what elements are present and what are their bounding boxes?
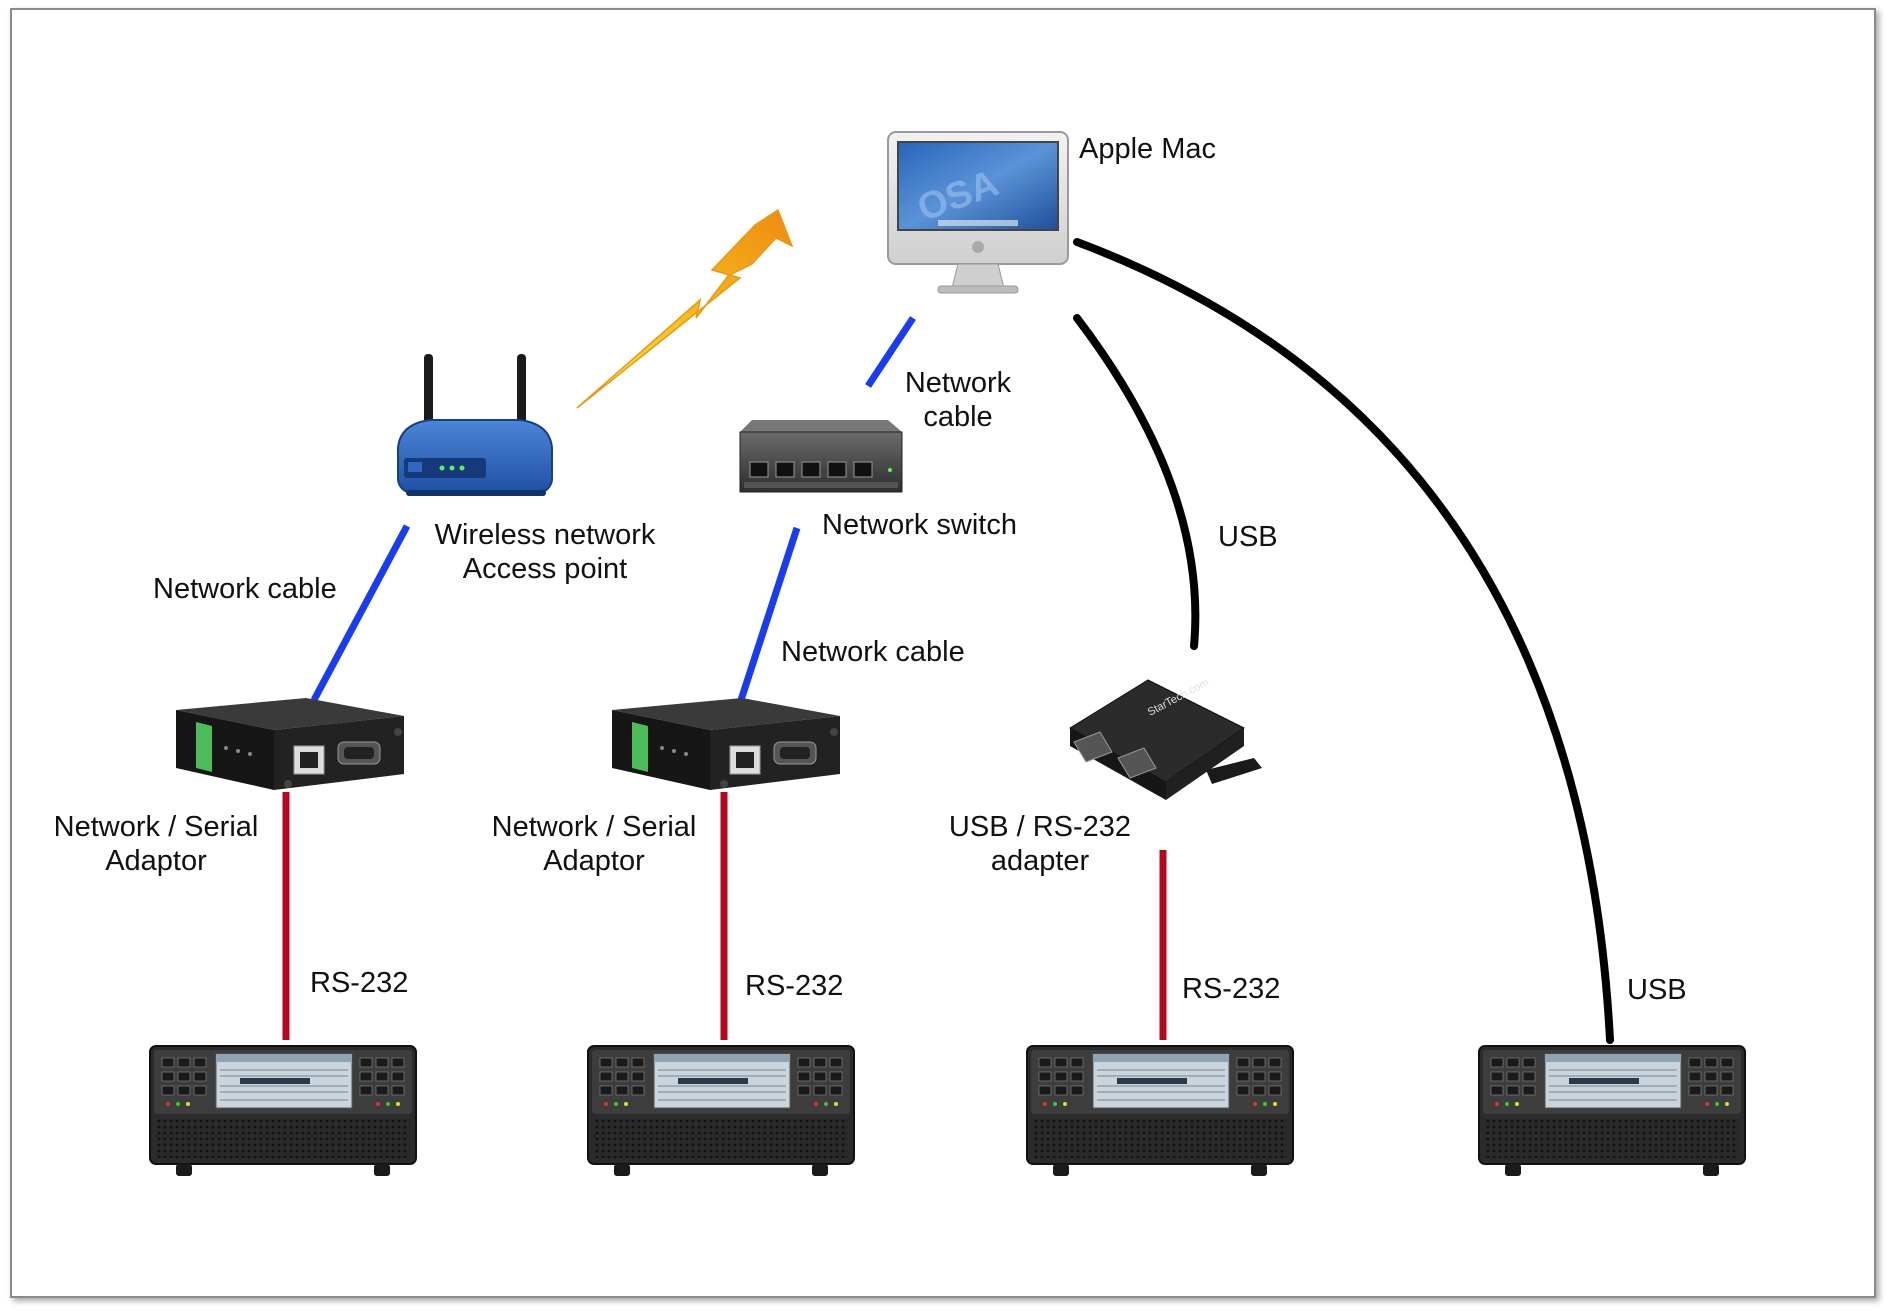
label-network-cable-mac-line2: cable (923, 401, 993, 433)
usb-rs232-adapter-icon: StarTech.com (1069, 676, 1262, 800)
label-usb-rs232-adapter: USB / RS-232 adapter (940, 810, 1140, 878)
label-adaptor-mid-line1: Network / Serial (491, 811, 697, 843)
label-adaptor-left-line2: Adaptor (105, 845, 207, 877)
label-adaptor-left: Network / Serial Adaptor (46, 810, 266, 878)
apple-mac-icon: OSA (887, 131, 1069, 294)
amplifier-1-icon (149, 1045, 417, 1177)
label-usb-rs232-adapter-line1: USB / RS-232 (948, 811, 1132, 843)
network-serial-adaptor-2-icon (611, 697, 841, 791)
cable-ap-adaptor (310, 524, 411, 702)
usb-cable-amp (1073, 238, 1614, 1044)
label-apple-mac: Apple Mac (1079, 133, 1217, 165)
network-serial-adaptor-1-icon (175, 697, 405, 791)
label-access-point-line2: Access point (462, 553, 628, 585)
label-network-cable-mac: Network cable (893, 366, 1023, 434)
label-usb-rs232-adapter-line2: adapter (990, 845, 1090, 877)
label-access-point: Wireless network Access point (432, 518, 658, 586)
label-adaptor-mid-line2: Adaptor (543, 845, 645, 877)
label-adaptor-mid: Network / Serial Adaptor (484, 810, 704, 878)
cable-mac-switch (865, 316, 916, 388)
amplifier-4-icon (1478, 1045, 1746, 1177)
label-usb-upper: USB (1218, 521, 1278, 553)
wireless-router-icon (397, 354, 553, 496)
label-rs232-3: RS-232 (1182, 973, 1281, 1005)
amplifier-3-icon (1026, 1045, 1294, 1177)
label-rs232-1: RS-232 (310, 967, 409, 999)
amplifier-2-icon (587, 1045, 855, 1177)
label-network-cable-mac-line1: Network (904, 367, 1012, 399)
label-rs232-2: RS-232 (745, 970, 844, 1002)
network-switch-icon (739, 420, 903, 493)
label-network-cable-left: Network cable (153, 573, 337, 605)
label-adaptor-left-line1: Network / Serial (53, 811, 259, 843)
label-usb-right: USB (1627, 974, 1687, 1006)
wireless-bolt-icon (576, 208, 794, 409)
usb-cable-hub (1073, 314, 1200, 650)
label-network-cable-mid: Network cable (781, 636, 965, 668)
cable-switch-adaptor (737, 526, 801, 702)
label-network-switch: Network switch (822, 509, 1017, 541)
label-access-point-line1: Wireless network (434, 519, 656, 551)
